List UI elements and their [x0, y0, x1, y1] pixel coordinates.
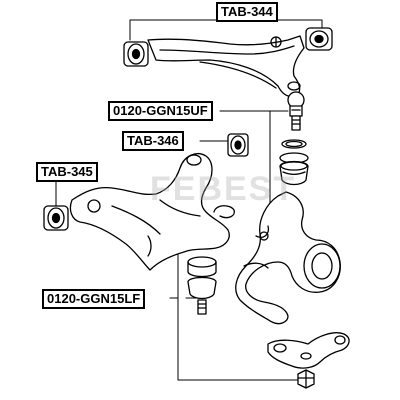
label-lower-ball-joint: 0120-GGN15LF: [42, 289, 146, 309]
upper-bushing-right: [305, 27, 333, 51]
dust-boot: [279, 160, 309, 186]
watermark: FEBEST: [150, 170, 297, 208]
upper-control-arm: [147, 35, 305, 98]
snap-rings: [279, 139, 309, 164]
label-lower-bushing: TAB-345: [36, 162, 98, 182]
upper-bushing-left: [123, 41, 149, 67]
label-mid-bushing: TAB-346: [122, 131, 184, 151]
steering-arm: [267, 332, 350, 369]
retaining-clip: [213, 205, 235, 219]
steering-knuckle: [235, 191, 341, 325]
lower-control-arm: [69, 153, 230, 271]
label-upper-bushing: TAB-344: [216, 2, 278, 22]
lower-ball-joint: [187, 256, 217, 315]
lower-bushing: [43, 205, 69, 231]
upper-ball-joint: [287, 91, 305, 131]
label-upper-ball-joint: 0120-GGN15UF: [108, 101, 213, 121]
mid-bushing: [227, 133, 249, 157]
castle-nut: [297, 369, 315, 389]
